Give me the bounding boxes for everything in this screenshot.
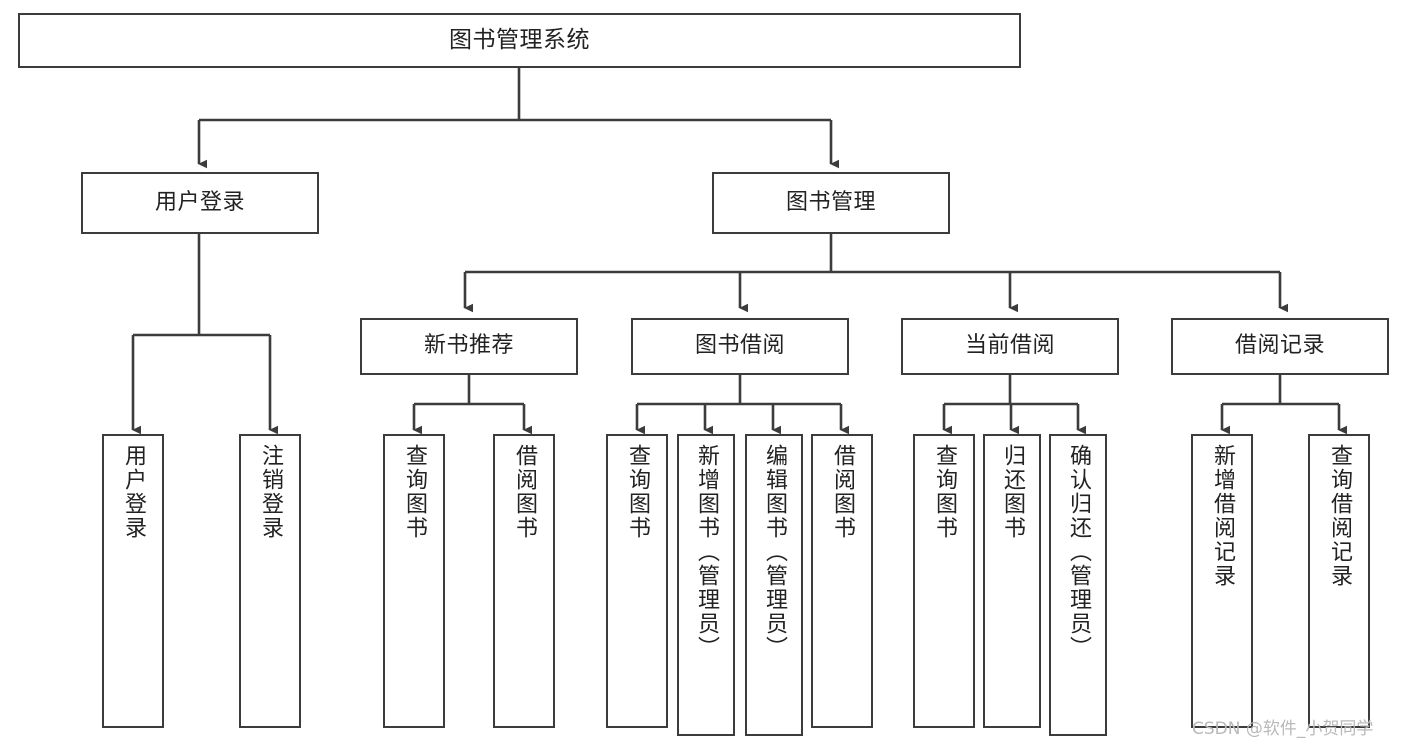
- node-label: 新书推荐: [423, 333, 514, 359]
- node-label: 新增图书（管理员）: [693, 444, 719, 660]
- node-leaf-query-book-current[interactable]: 查询图书: [913, 434, 975, 728]
- node-label: 查询图书: [624, 444, 650, 540]
- node-label: 图书借阅: [694, 333, 785, 359]
- node-borrow-record[interactable]: 借阅记录: [1171, 318, 1389, 375]
- node-leaf-edit-book-admin[interactable]: 编辑图书（管理员）: [745, 434, 803, 736]
- node-leaf-add-book-admin[interactable]: 新增图书（管理员）: [677, 434, 735, 736]
- node-root-book-management-system[interactable]: 图书管理系统: [18, 13, 1021, 68]
- node-label: 借阅记录: [1234, 333, 1325, 359]
- node-label: 编辑图书（管理员）: [761, 444, 787, 660]
- node-leaf-add-borrow-record[interactable]: 新增借阅记录: [1191, 434, 1253, 728]
- node-label: 用户登录: [154, 189, 245, 215]
- node-user-login[interactable]: 用户登录: [81, 172, 319, 234]
- node-leaf-logout[interactable]: 注销登录: [239, 434, 301, 728]
- node-label: 图书管理: [785, 189, 876, 215]
- node-label: 当前借阅: [964, 333, 1055, 359]
- node-leaf-borrow-book[interactable]: 借阅图书: [811, 434, 873, 728]
- node-label: 查询图书: [931, 444, 957, 540]
- node-leaf-query-borrow-record[interactable]: 查询借阅记录: [1308, 434, 1370, 728]
- node-book-borrow[interactable]: 图书借阅: [631, 318, 849, 375]
- node-new-book-recommend[interactable]: 新书推荐: [360, 318, 578, 375]
- node-leaf-borrow-book-recommend[interactable]: 借阅图书: [493, 434, 555, 728]
- node-label: 借阅图书: [511, 444, 537, 540]
- node-label: 图书管理系统: [449, 26, 590, 53]
- node-leaf-query-book-recommend[interactable]: 查询图书: [383, 434, 445, 728]
- node-label: 用户登录: [120, 444, 146, 540]
- node-label: 确认归还（管理员）: [1065, 444, 1091, 660]
- csdn-watermark: CSDN @软件_小贺同学: [1192, 719, 1374, 739]
- node-label: 归还图书: [999, 444, 1025, 540]
- node-label: 注销登录: [257, 444, 283, 540]
- node-leaf-return-book[interactable]: 归还图书: [983, 434, 1041, 728]
- node-label: 查询图书: [401, 444, 427, 540]
- node-label: 新增借阅记录: [1209, 444, 1235, 588]
- node-label: 查询借阅记录: [1326, 444, 1352, 588]
- node-label: 借阅图书: [829, 444, 855, 540]
- node-current-borrow[interactable]: 当前借阅: [901, 318, 1119, 375]
- node-book-management[interactable]: 图书管理: [712, 172, 950, 234]
- node-leaf-confirm-return-admin[interactable]: 确认归还（管理员）: [1049, 434, 1107, 736]
- node-leaf-user-login[interactable]: 用户登录: [102, 434, 164, 728]
- node-leaf-query-book-borrow[interactable]: 查询图书: [606, 434, 668, 728]
